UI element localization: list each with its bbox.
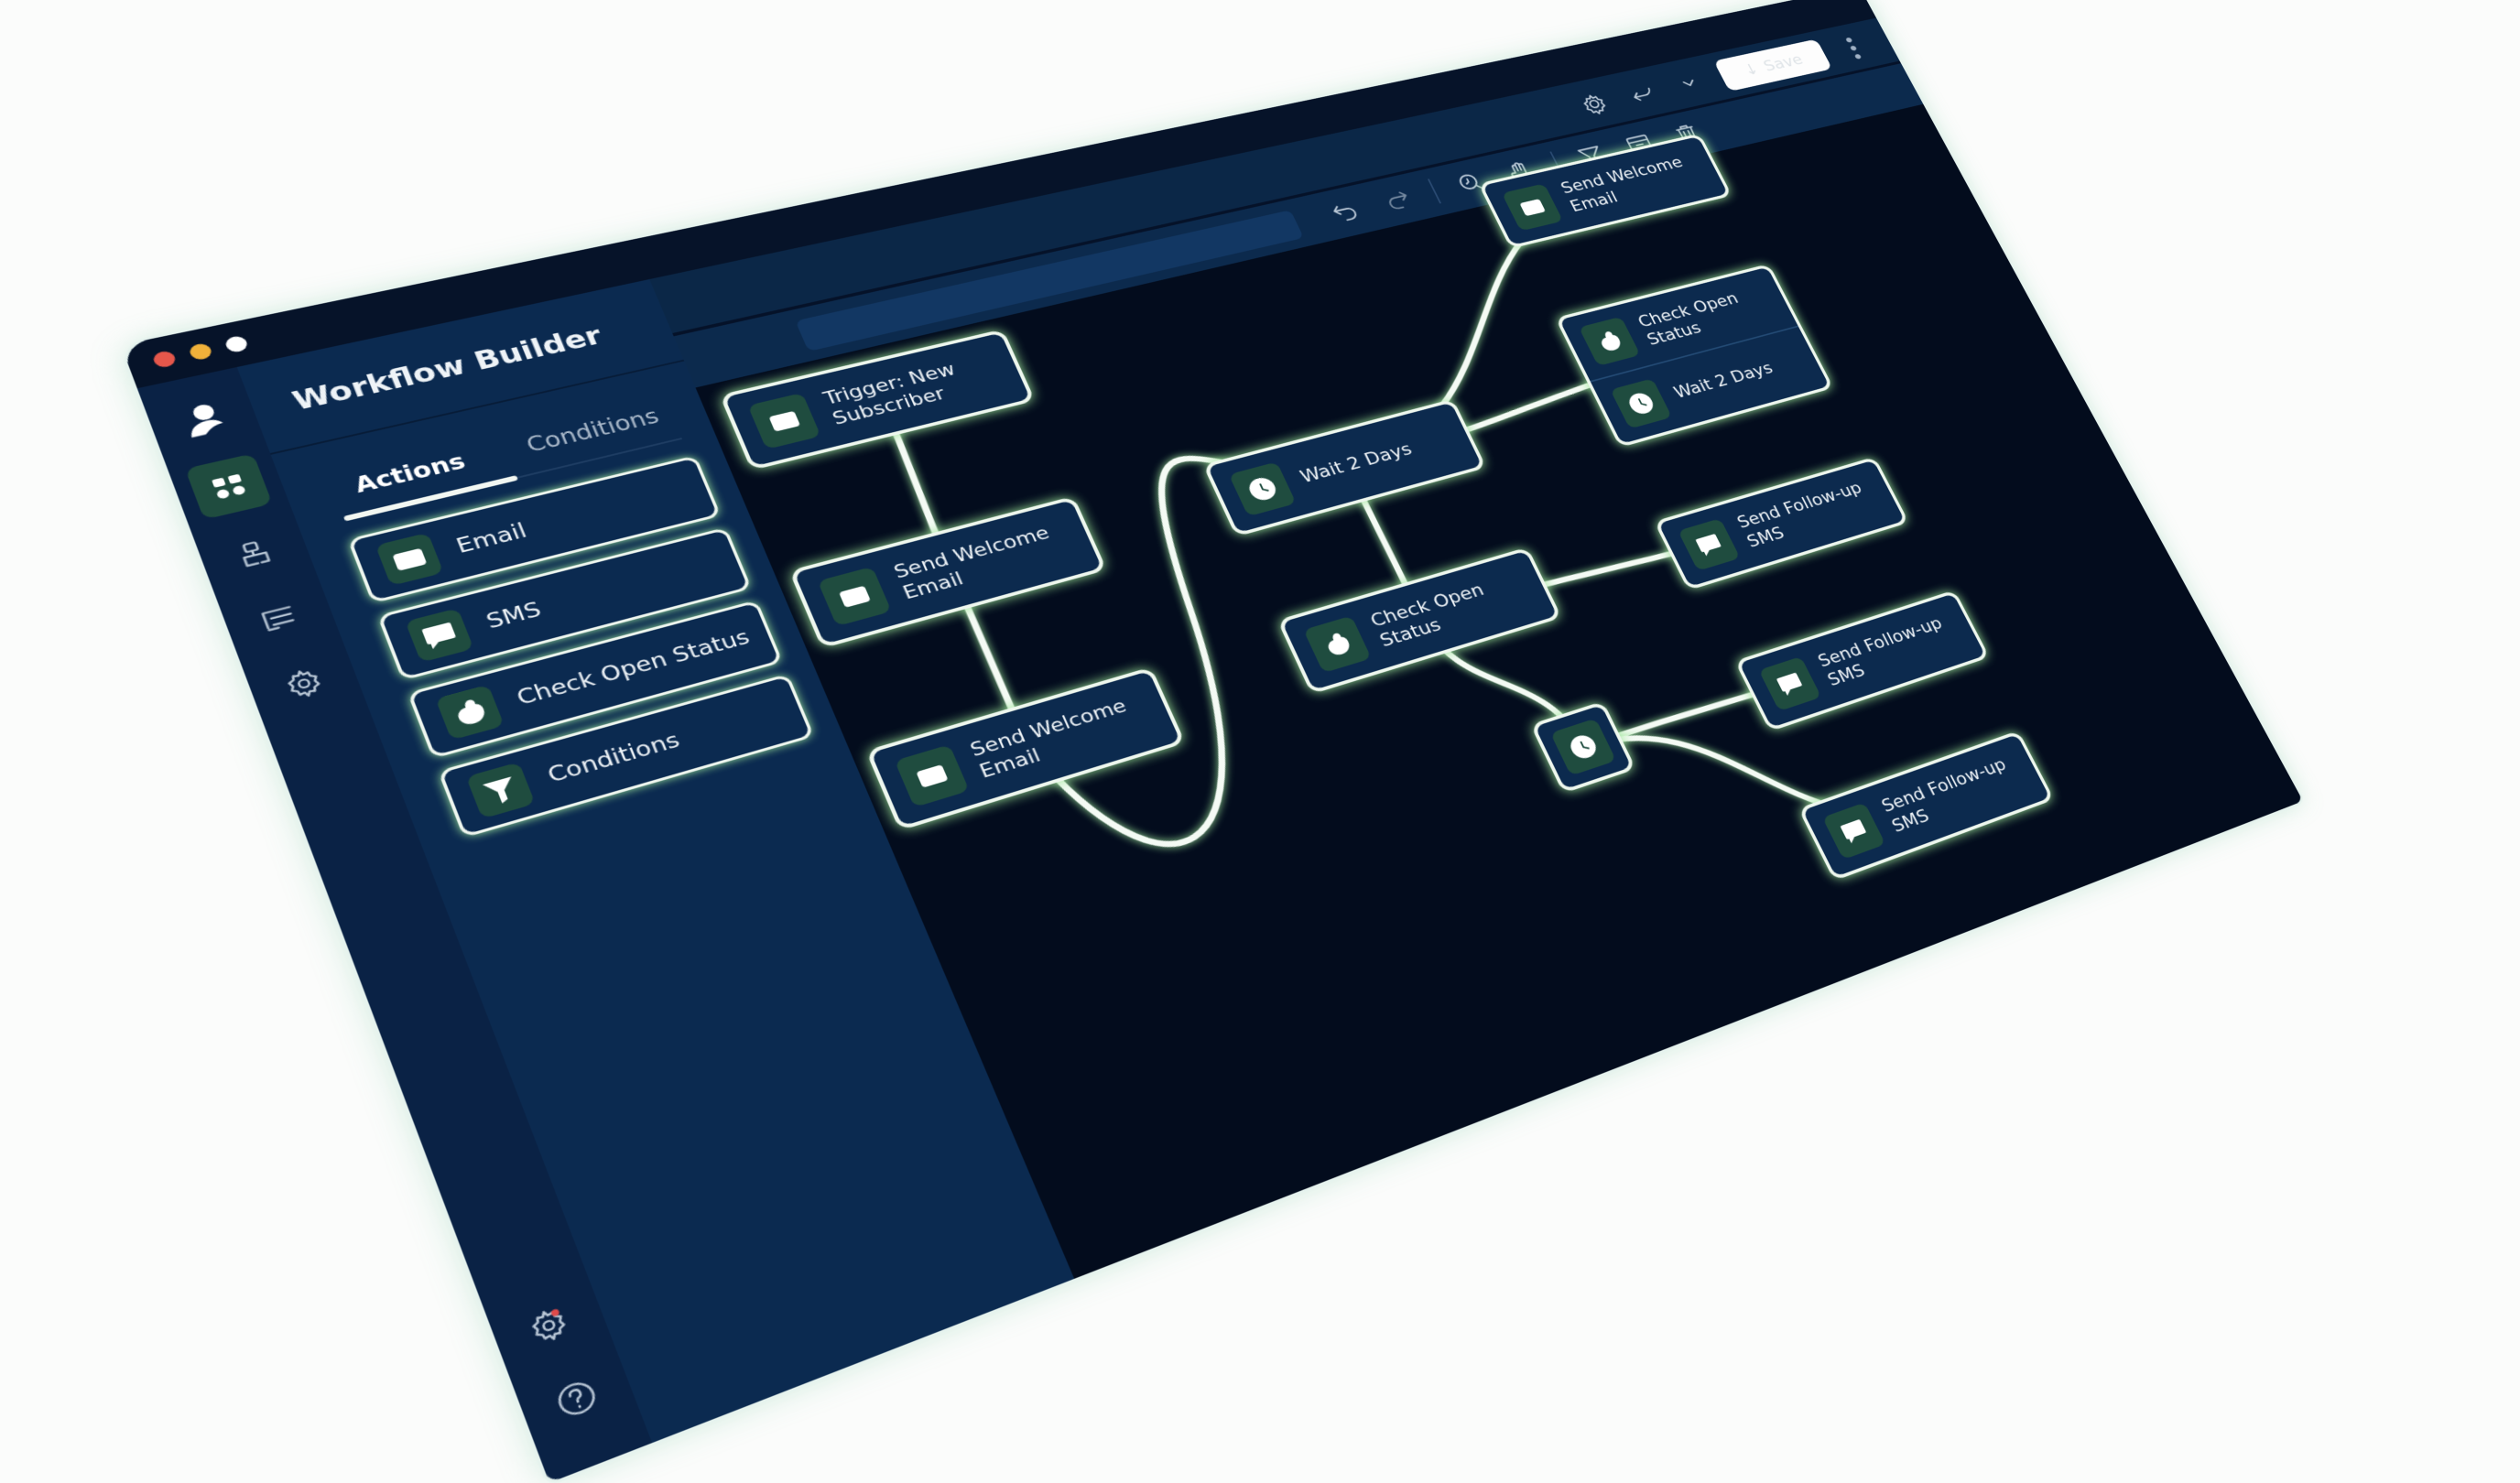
minimize-window-button[interactable] [187,341,214,362]
sync-settings-button[interactable] [1573,88,1616,120]
chat-bubble-icon [417,617,462,654]
toolbar-divider [1428,179,1442,204]
rail-flows[interactable] [211,521,299,589]
envelope-icon [834,579,876,613]
gear-icon [279,664,330,703]
undo-icon [1326,197,1364,226]
tab-conditions[interactable]: Conditions [522,404,663,458]
palette-item-label: Conditions [544,729,684,788]
maximize-window-button[interactable] [223,334,250,354]
rail-settings[interactable] [260,649,349,720]
flow-icon [230,535,279,573]
redo-button[interactable] [1375,182,1420,217]
undo-button[interactable] [1322,194,1368,229]
node-label: Wait 2 Days [1670,358,1776,403]
envelope-icon [1515,193,1549,221]
rail-user[interactable] [159,387,246,452]
funnel-icon [477,772,524,809]
icon-rail [136,366,655,1483]
rail-list[interactable] [235,584,323,653]
chevron-down-icon [1671,70,1707,96]
help-icon [550,1375,603,1423]
close-window-button[interactable] [151,349,178,369]
save-label: Save [1760,50,1807,75]
palette-item-label: SMS [483,598,545,634]
settings-notification-icon [523,1302,575,1349]
clock-icon [1624,389,1659,418]
envelope-icon [910,758,953,794]
undo-icon [1624,80,1660,107]
node-label: Wait 2 Days [1297,438,1416,487]
clock-icon [1564,731,1602,763]
workflow-icon [212,473,246,500]
check-status-icon [1591,327,1627,355]
check-status-icon [1318,628,1357,661]
palette-item-label: Email [452,519,530,558]
settings-sync-icon [1576,91,1613,118]
check-status-icon [447,694,493,731]
envelope-icon [386,541,432,577]
envelope-icon [764,405,806,437]
chat-bubble-icon [1772,668,1808,699]
more-menu-button[interactable]: ••• [1835,33,1869,63]
clock-icon [1243,473,1281,504]
rail-settings-bottom[interactable] [503,1284,595,1368]
user-icon [187,403,226,438]
help-button[interactable] [530,1357,623,1442]
list-icon [255,599,305,638]
download-icon: ↓ [1741,60,1763,80]
rail-workflows[interactable] [184,453,273,520]
chat-bubble-icon [1691,529,1727,559]
app-window: Workflow Builder Actions Conditions Emai… [121,0,2304,1483]
header-undo-button[interactable] [1621,78,1663,110]
chat-bubble-icon [1836,815,1873,848]
redo-icon [1378,185,1417,214]
window-controls [151,334,250,369]
history-dropdown[interactable] [1668,68,1711,100]
